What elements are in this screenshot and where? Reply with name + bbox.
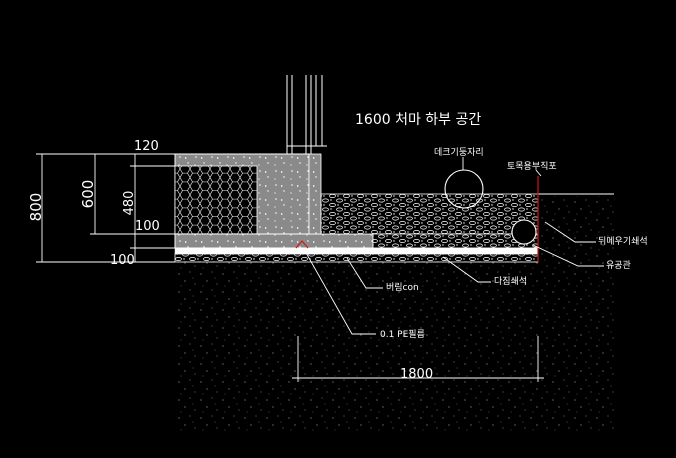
dim-600: 600 (79, 180, 97, 209)
label-backfill: 뒤메우기쇄석 (598, 235, 648, 247)
backfill-gravel (320, 193, 539, 235)
dimension-lines-left (36, 153, 175, 263)
dim-480: 480 (122, 191, 137, 216)
dim-1800: 1800 (400, 367, 433, 382)
label-deck-post: 데크기둥자리 (434, 147, 484, 158)
dim-100-upper: 100 (135, 219, 160, 234)
dim-800: 800 (27, 193, 45, 222)
drain-pipe-circle (511, 219, 537, 245)
deck-post-circle (444, 169, 484, 209)
label-lean-concrete: 버림con (386, 281, 419, 293)
leader-lines (304, 157, 604, 335)
insulation-hatch (174, 165, 258, 235)
dim-120: 120 (134, 139, 159, 154)
label-geotextile: 토목용부직포 (507, 161, 557, 172)
dimension-line-bottom (292, 336, 544, 382)
ground-soil-right (538, 196, 614, 262)
compacted-gravel-layer (174, 253, 539, 263)
dim-100-lower: 100 (110, 253, 135, 268)
pe-film-mark (295, 240, 309, 249)
footing-slab (174, 233, 374, 249)
membrane-strip (308, 153, 322, 235)
lean-concrete-layer (174, 247, 539, 255)
label-crushed-stone: 다짐쇄석 (494, 276, 527, 287)
label-drain-pipe: 유공관 (606, 260, 631, 271)
label-pe-film: 0.1 PE필름 (380, 328, 425, 340)
drawing-title: 1600 처마 하부 공간 (355, 112, 481, 128)
upper-wall (286, 75, 327, 154)
ground-soil (175, 262, 615, 432)
